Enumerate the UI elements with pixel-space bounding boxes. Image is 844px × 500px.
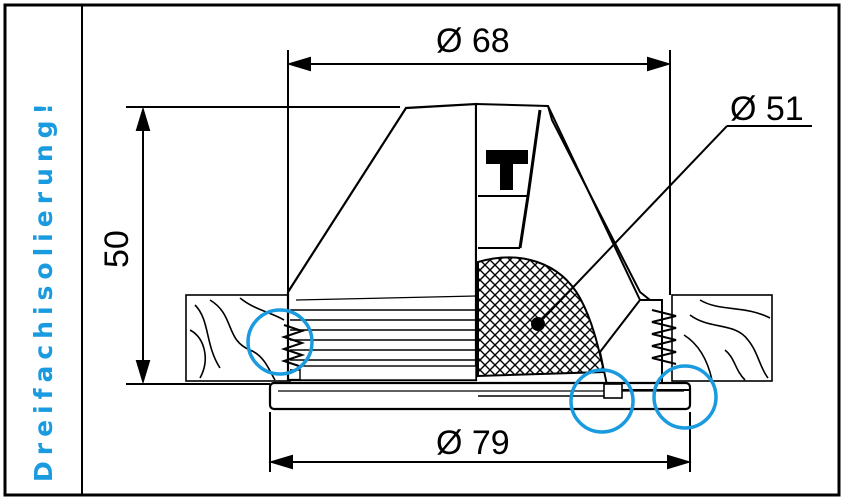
spring-left bbox=[280, 324, 306, 368]
inner-diameter-label: Ø 51 bbox=[730, 90, 804, 128]
highlight-circle-mid bbox=[569, 368, 635, 434]
cross-section bbox=[475, 102, 690, 399]
highlight-circles bbox=[246, 308, 718, 434]
side-label: Dreifachisolierung! bbox=[29, 97, 58, 482]
dimension-bottom bbox=[268, 412, 692, 472]
dimension-inner bbox=[531, 125, 812, 331]
wood-board-right bbox=[671, 294, 773, 382]
highlight-circle-left bbox=[246, 308, 314, 376]
top-diameter-label: Ø 68 bbox=[436, 22, 510, 60]
dimension-height bbox=[126, 106, 400, 385]
cone-body bbox=[286, 102, 478, 382]
wood-board-left bbox=[185, 294, 291, 382]
spring-right bbox=[651, 309, 677, 365]
drawing-border bbox=[3, 3, 841, 497]
dimension-top bbox=[286, 50, 672, 295]
thread-lines bbox=[290, 309, 477, 381]
highlight-circle-right bbox=[652, 364, 718, 430]
bottom-diameter-label: Ø 79 bbox=[436, 424, 510, 462]
height-label: 50 bbox=[98, 230, 136, 268]
